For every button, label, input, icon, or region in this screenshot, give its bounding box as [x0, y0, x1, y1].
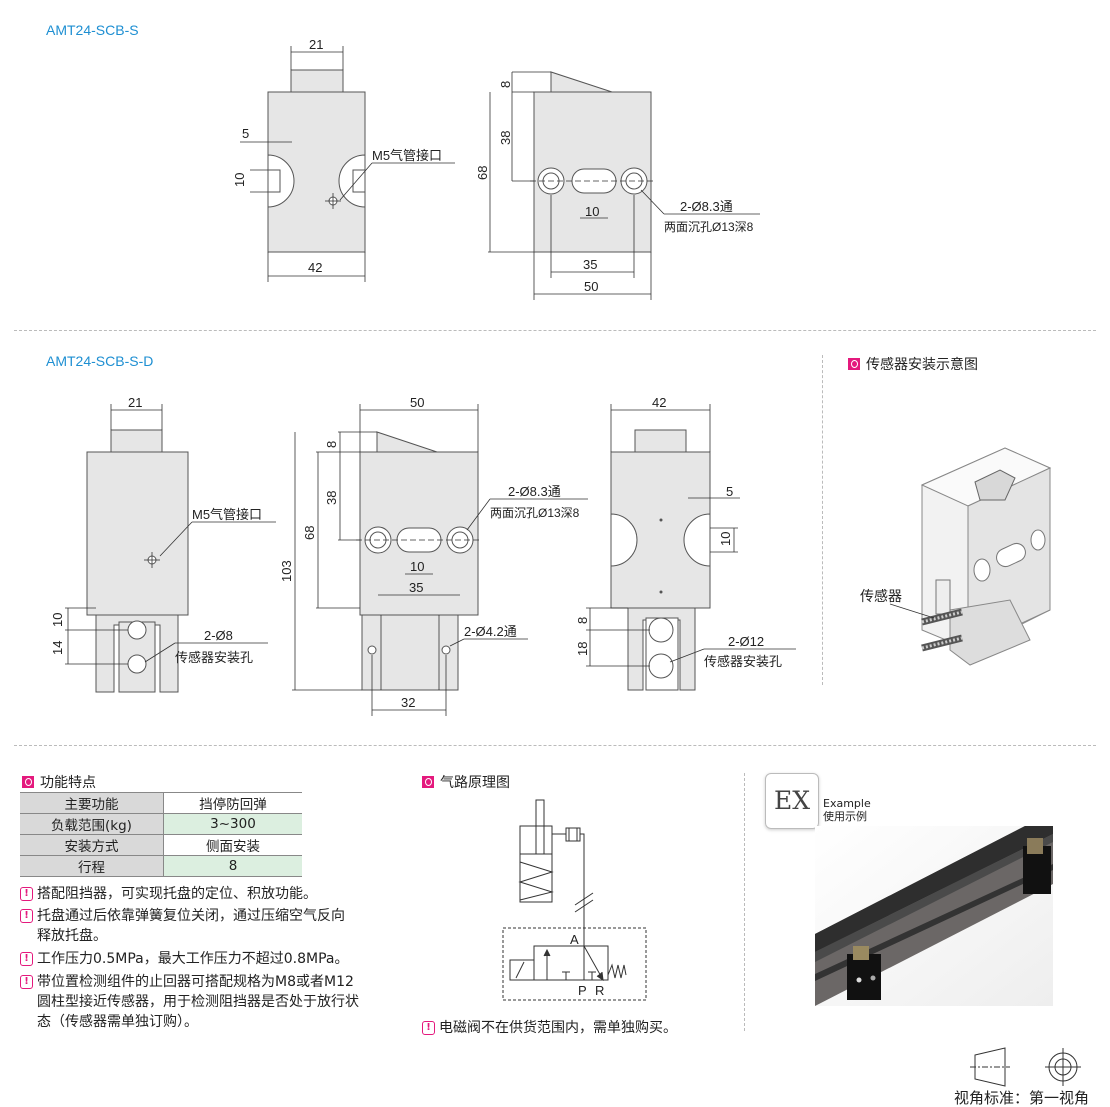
dim-8: 8 — [498, 81, 513, 88]
sensor-hole-label: 传感器安装孔 — [704, 654, 782, 669]
sensor-label: 传感器 — [860, 589, 902, 605]
divider-vertical — [822, 355, 823, 685]
dim-103: 103 — [279, 560, 294, 582]
dim-slot: 10 — [585, 204, 599, 219]
circuit-title: 气路原理图 — [422, 772, 510, 792]
drawing-scb-s-d: 21 M5气管接口 10 14 2-Ø8 传感器安装孔 50 8 38 68 1… — [50, 395, 796, 716]
dim-5: 5 — [726, 484, 733, 499]
divider — [14, 330, 1096, 331]
dim-42: 42 — [308, 260, 322, 275]
dim-21: 21 — [128, 395, 142, 410]
row-value: 8 — [163, 855, 302, 877]
example-en: Example — [823, 797, 871, 810]
model-title-2: AMT24-SCB-S-D — [46, 353, 154, 369]
note-item: ! 工作压力0.5MPa，最大工作压力不超过0.8MPa。 — [20, 949, 400, 969]
first-angle-projection-symbol — [970, 1047, 1081, 1087]
note-text: 工作压力0.5MPa，最大工作压力不超过0.8MPa。 — [37, 951, 349, 967]
dim-10: 10 — [718, 532, 733, 546]
sensor-section-title: 传感器安装示意图 — [848, 354, 978, 374]
sensor-install-illustration — [889, 447, 1052, 666]
hole-label: 2-Ø8.3通 — [508, 484, 561, 499]
view-standard-label: 视角标准：第一视角 — [954, 1089, 1090, 1107]
divider — [14, 745, 1096, 746]
example-caption: Example 使用示例 — [823, 797, 871, 823]
exclamation-icon: ! — [20, 975, 33, 989]
dim-38: 38 — [498, 131, 513, 145]
hole-label: 2-Ø12 — [728, 634, 764, 649]
dim-50: 50 — [410, 395, 424, 410]
dim-35: 35 — [583, 257, 597, 272]
note-item: ! 托盘通过后依靠弹簧复位关闭，通过压缩空气反向释放托盘。 — [20, 906, 350, 946]
divider-vertical — [744, 773, 745, 1031]
example-photo — [815, 826, 1053, 1006]
hole-label: 2-Ø8 — [204, 628, 233, 643]
table-row: 安装方式侧面安装 — [20, 834, 302, 856]
dim-35: 35 — [409, 580, 423, 595]
row-value: 挡停防回弹 — [163, 792, 302, 814]
table-row: 主要功能挡停防回弹 — [20, 792, 302, 814]
dim-68: 68 — [302, 526, 317, 540]
dim-21: 21 — [309, 37, 323, 52]
dim-42: 42 — [652, 395, 666, 410]
dim-38: 38 — [324, 491, 339, 505]
features-title-text: 功能特点 — [40, 775, 96, 791]
mount-hole-label: 2-Ø4.2通 — [464, 624, 517, 639]
dim-slot: 10 — [410, 559, 424, 574]
note-text: 电磁阀不在供货范围内，需单独购买。 — [439, 1020, 677, 1036]
dim-10: 10 — [232, 173, 247, 187]
port-a-label: A — [570, 932, 579, 947]
circuit-title-text: 气路原理图 — [440, 775, 510, 791]
dim-8: 8 — [324, 441, 339, 448]
row-key: 安装方式 — [20, 834, 164, 856]
pneumatic-circuit-diagram: A P R — [502, 799, 647, 1001]
exclamation-icon: ! — [20, 887, 33, 901]
port-label: M5气管接口 — [372, 148, 442, 163]
row-value: 3~300 — [163, 813, 302, 835]
example-logo: EX — [765, 773, 819, 829]
dim-18: 18 — [575, 642, 590, 656]
example-cn: 使用示例 — [823, 810, 867, 823]
wedge — [550, 71, 613, 93]
exclamation-icon: ! — [20, 952, 33, 966]
port-label: M5气管接口 — [192, 507, 262, 522]
dim-32: 32 — [401, 695, 415, 710]
sensor-hole-label: 传感器安装孔 — [175, 650, 253, 665]
note-text: 搭配阻挡器，可实现托盘的定位、积放功能。 — [37, 886, 317, 902]
note-item: ! 带位置检测组件的止回器可搭配规格为M8或者M12圆柱型接近传感器，用于检测阻挡… — [20, 972, 360, 1032]
row-key: 主要功能 — [20, 792, 164, 814]
model-title-1: AMT24-SCB-S — [46, 22, 139, 38]
dim-14: 14 — [50, 641, 65, 655]
counterbore-label: 两面沉孔Ø13深8 — [664, 220, 754, 234]
circle-icon — [848, 358, 860, 370]
port-p-label: P — [578, 983, 587, 998]
row-value: 侧面安装 — [163, 834, 302, 856]
row-key: 行程 — [20, 855, 164, 877]
exclamation-icon: ! — [422, 1021, 435, 1035]
port-r-label: R — [595, 983, 604, 998]
drawing-scb-s: 21 42 5 10 M5气管接口 8 38 68 10 35 50 2-Ø8.… — [232, 37, 760, 300]
table-row: 负载范围(kg)3~300 — [20, 813, 302, 835]
row-key: 负载范围(kg) — [20, 813, 164, 835]
sensor-title-text: 传感器安装示意图 — [866, 357, 978, 373]
note-text: 托盘通过后依靠弹簧复位关闭，通过压缩空气反向释放托盘。 — [37, 908, 345, 944]
button-top — [290, 69, 344, 93]
circle-icon — [22, 776, 34, 788]
dim-5: 5 — [242, 126, 249, 141]
dim-10: 10 — [50, 613, 65, 627]
counterbore-label: 两面沉孔Ø13深8 — [490, 506, 580, 520]
dim-50: 50 — [584, 279, 598, 294]
circuit-note: ! 电磁阀不在供货范围内，需单独购买。 — [422, 1018, 677, 1038]
hole-label: 2-Ø8.3通 — [680, 199, 733, 214]
dim-68: 68 — [475, 166, 490, 180]
features-title: 功能特点 — [22, 772, 96, 792]
exclamation-icon: ! — [20, 909, 33, 923]
note-item: ! 搭配阻挡器，可实现托盘的定位、积放功能。 — [20, 884, 380, 904]
dim-8: 8 — [575, 617, 590, 624]
note-text: 带位置检测组件的止回器可搭配规格为M8或者M12圆柱型接近传感器，用于检测阻挡器… — [37, 974, 359, 1030]
circle-icon — [422, 776, 434, 788]
